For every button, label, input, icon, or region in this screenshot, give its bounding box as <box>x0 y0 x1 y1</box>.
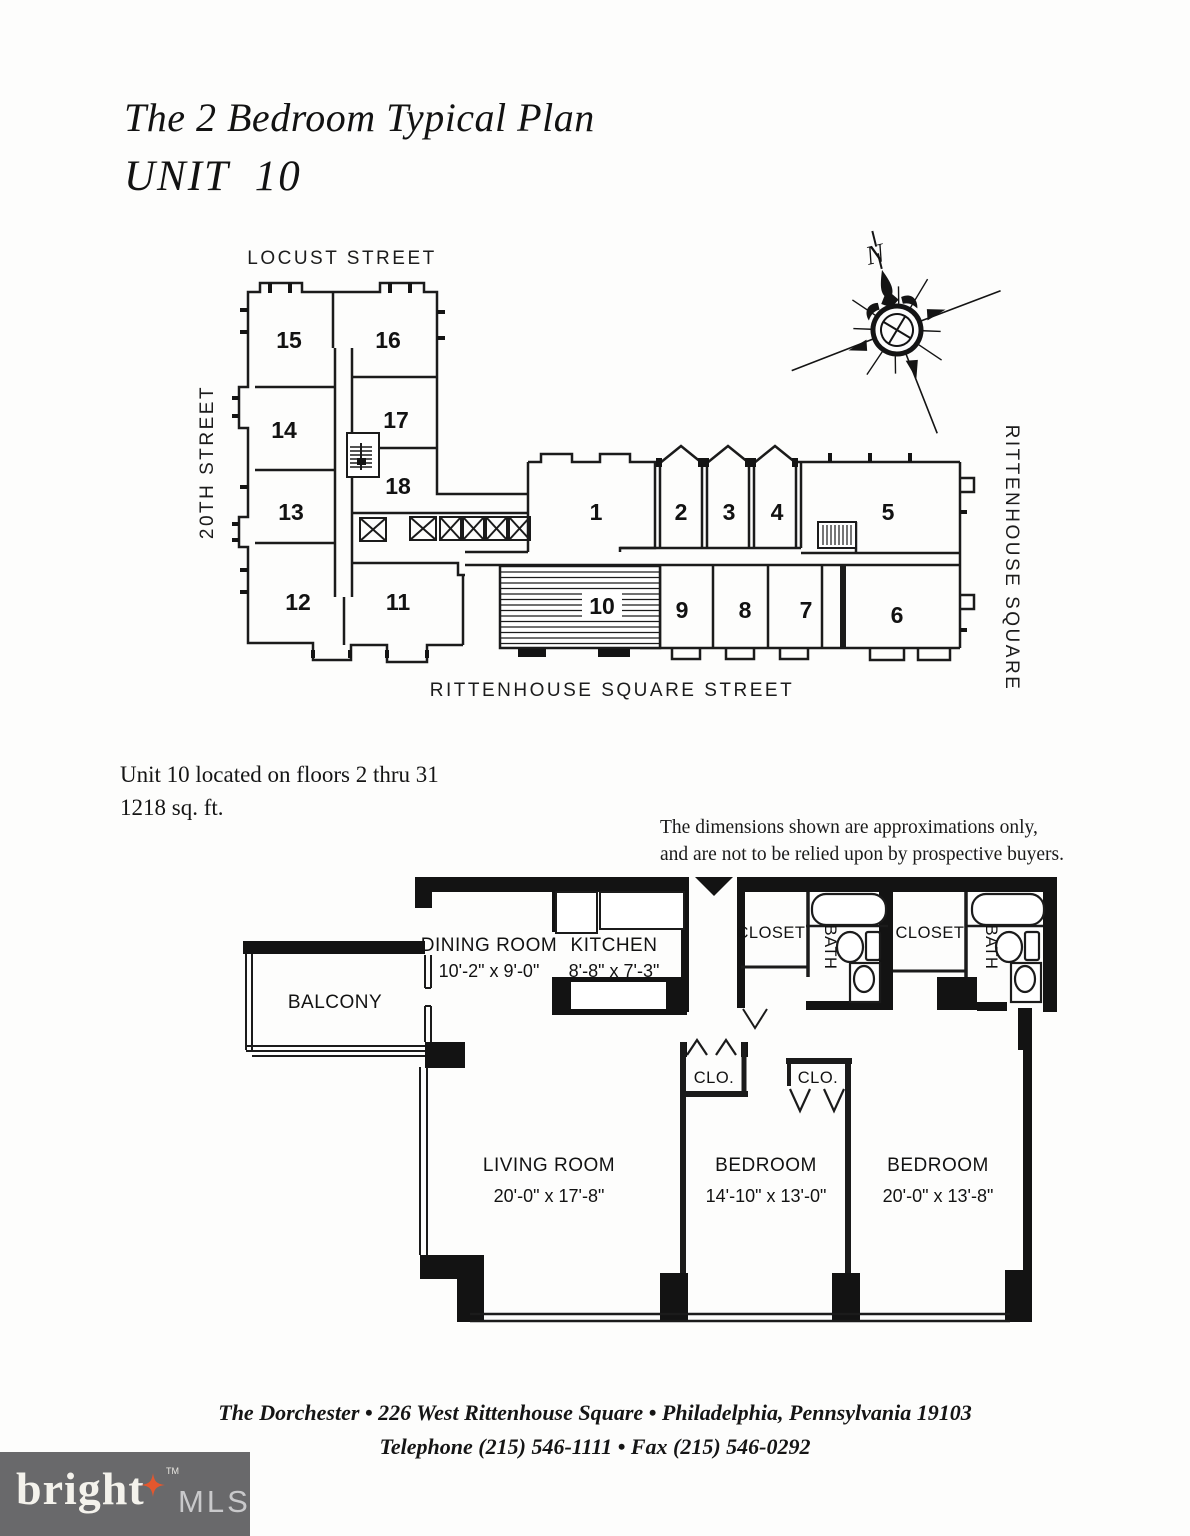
unit-label-2: 2 <box>675 499 688 525</box>
stair-icon-east <box>817 521 857 549</box>
footer-address: The Dorchester • 226 West Rittenhouse Sq… <box>218 1400 972 1425</box>
balcony-label: BALCONY <box>288 992 382 1013</box>
unit-area-line: 1218 sq. ft. <box>120 795 224 820</box>
kitchen-dims: 8'-8" x 7'-3" <box>569 961 660 981</box>
unit-label-8: 8 <box>739 597 752 623</box>
door-swing-icon <box>686 1038 737 1056</box>
unit-floor-plan: BALCONY DINING ROOM 10'-2" x 9'-0" KITCH… <box>243 877 1057 1323</box>
clo1-label: CLO. <box>694 1069 735 1087</box>
bedroom-partitions <box>680 1038 852 1273</box>
unit-label-5: 5 <box>882 499 895 525</box>
window-wall <box>470 1312 1010 1323</box>
window-ticks <box>232 283 967 658</box>
bath2-label: BATH <box>982 925 1000 970</box>
tub-icon <box>970 892 1046 927</box>
disclaimer-line1: The dimensions shown are approximations … <box>660 817 1038 838</box>
living-room-label: LIVING ROOM <box>483 1155 615 1176</box>
unit-label-1: 1 <box>590 499 603 525</box>
bedroom2-label: BEDROOM <box>887 1155 989 1176</box>
unit-label-3: 3 <box>723 499 736 525</box>
logo-brand-text: bright <box>16 1463 145 1514</box>
unit-label-16: 16 <box>375 327 401 353</box>
unit-10-highlight <box>498 564 662 650</box>
unit-label-7: 7 <box>800 597 813 623</box>
street-label-left: 20TH STREET <box>197 385 218 539</box>
closet1-label: CLOSET <box>736 924 805 942</box>
kitchen-label: KITCHEN <box>571 935 658 956</box>
kitchen-counters <box>552 891 687 1015</box>
unit-label-17: 17 <box>383 407 409 433</box>
gable-eaves <box>518 458 798 657</box>
bedroom2-dims: 20'-0" x 13'-8" <box>883 1186 994 1206</box>
unit-label-13: 13 <box>278 499 304 525</box>
page-title: The 2 Bedroom Typical Plan <box>124 95 595 140</box>
stair-icon-west <box>346 432 380 478</box>
compass-north-label: N <box>862 237 890 271</box>
bedroom1-dims: 14'-10" x 13'-0" <box>706 1186 827 1206</box>
entry-arrow-icon <box>695 877 733 896</box>
unit-label-9: 9 <box>676 597 689 623</box>
street-label-right: RITTENHOUSE SQUARE <box>1001 425 1022 692</box>
tub-icon <box>810 892 888 927</box>
street-label-top: LOCUST STREET <box>247 248 436 269</box>
building-outline-west <box>237 281 528 664</box>
unit-label-18: 18 <box>385 473 411 499</box>
bath1-label: BATH <box>821 925 839 970</box>
logo-tm-text: TM <box>166 1466 179 1476</box>
bath2-fixtures <box>970 892 1046 1004</box>
street-label-bottom: RITTENHOUSE SQUARE STREET <box>430 680 794 701</box>
unit-label-15: 15 <box>276 327 302 353</box>
logo-mls-text: MLS <box>178 1484 251 1519</box>
toilet-icon <box>835 930 865 964</box>
balcony-rails <box>245 954 432 1255</box>
unit-title: UNIT 10 <box>124 153 302 200</box>
building-key-plan: LOCUST STREET 20TH STREET RITTENHOUSE SQ… <box>197 230 1022 701</box>
unit-label-10: 10 <box>589 593 615 619</box>
door-swing-icon <box>788 1088 846 1114</box>
brightmls-logo: bright TM MLS <box>0 1452 250 1536</box>
unit-label-14: 14 <box>271 417 297 443</box>
door-swing-icon <box>742 1008 768 1030</box>
disclaimer-line2: and are not to be relied upon by prospec… <box>660 844 1064 865</box>
unit-label-11: 11 <box>386 589 411 615</box>
living-room-dims: 20'-0" x 17'-8" <box>494 1186 605 1206</box>
compass-icon: N <box>791 230 1001 434</box>
clo2-label: CLO. <box>798 1069 839 1087</box>
unit-label-4: 4 <box>771 499 784 525</box>
unit-label-12: 12 <box>285 589 311 615</box>
footer: The Dorchester • 226 West Rittenhouse Sq… <box>0 1396 1190 1464</box>
toilet-icon <box>994 930 1024 964</box>
unit-label-6: 6 <box>891 602 904 628</box>
bedroom1-label: BEDROOM <box>715 1155 817 1176</box>
logo-star-icon <box>141 1473 165 1497</box>
footer-phone: Telephone (215) 546-1111 • Fax (215) 546… <box>379 1434 811 1459</box>
dining-room-label: DINING ROOM <box>421 935 557 956</box>
building-outline-east <box>465 444 976 662</box>
unit-location-note: Unit 10 located on floors 2 thru 31 1218… <box>120 758 439 824</box>
dining-room-dims: 10'-2" x 9'-0" <box>439 961 540 981</box>
unit-number-labels: 1 2 3 4 5 6 7 8 9 10 11 12 13 14 15 16 1… <box>271 327 903 628</box>
closet2-label: CLOSET <box>895 924 964 942</box>
bath1-fixtures <box>810 892 888 1004</box>
unit-floors-line: Unit 10 located on floors 2 thru 31 <box>120 762 439 787</box>
elevator-icons <box>359 516 531 542</box>
dimensions-disclaimer: The dimensions shown are approximations … <box>660 814 1064 868</box>
